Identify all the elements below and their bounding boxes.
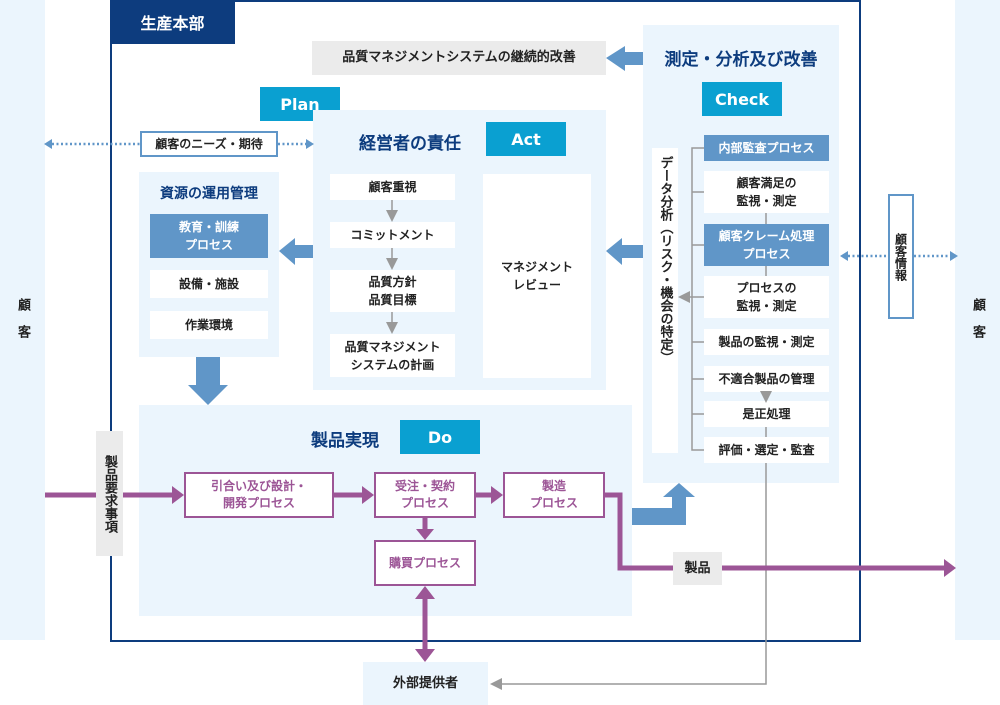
- resource-item-environment: 作業環境: [150, 311, 268, 339]
- process-order-contract: 受注・契約 プロセス: [374, 472, 476, 518]
- mgmt-step-qms-planning: 品質マネジメント システムの計画: [330, 334, 455, 377]
- mgmt-step-quality-policy: 品質方針 品質目標: [330, 270, 455, 312]
- resource-item-training: 教育・訓練 プロセス: [150, 214, 268, 258]
- customer-label-left: 顧客: [15, 298, 30, 352]
- customer-label-right: 顧客: [970, 298, 985, 352]
- management-review-box: マネジメント レビュー: [483, 174, 591, 378]
- check-item-corrective-action: 是正処理: [704, 401, 829, 427]
- mgmt-step-commitment: コミットメント: [330, 222, 455, 248]
- check-item-internal-audit: 内部監査プロセス: [704, 135, 829, 161]
- arrowhead-left: [44, 139, 52, 149]
- production-division-frame: [110, 0, 861, 642]
- customer-needs-label: 顧客のニーズ・期待: [140, 131, 278, 157]
- do-badge: Do: [400, 420, 480, 454]
- check-item-evaluation: 評価・選定・監査: [704, 437, 829, 463]
- check-badge: Check: [702, 82, 782, 116]
- production-division-title: 生産本部: [110, 0, 235, 44]
- customer-panel-right: [955, 0, 1000, 640]
- resources-title: 資源の運用管理: [160, 186, 258, 202]
- check-item-product-monitoring: 製品の監視・測定: [704, 329, 829, 355]
- check-item-complaint-handling: 顧客クレーム処理 プロセス: [704, 224, 829, 266]
- resource-item-facilities: 設備・施設: [150, 270, 268, 298]
- customer-info-label: 顧客情報: [888, 194, 914, 319]
- product-label: 製品: [673, 552, 722, 585]
- product-realization-title: 製品実現: [311, 430, 379, 451]
- process-inquiry-design: 引合い及び設計・ 開発プロセス: [184, 472, 334, 518]
- process-purchasing: 購買プロセス: [374, 540, 476, 586]
- management-title: 経営者の責任: [359, 133, 461, 154]
- mgmt-step-customer-focus: 顧客重視: [330, 174, 455, 200]
- check-item-nonconforming: 不適合製品の管理: [704, 366, 829, 392]
- customer-panel-left: [0, 0, 45, 640]
- measurement-title: 測定・分析及び改善: [664, 49, 818, 70]
- check-item-process-monitoring: プロセスの 監視・測定: [704, 276, 829, 318]
- act-badge: Act: [486, 122, 566, 156]
- process-manufacturing: 製造 プロセス: [503, 472, 605, 518]
- check-item-customer-satisfaction: 顧客満足の 監視・測定: [704, 171, 829, 213]
- external-provider-box: 外部提供者: [363, 662, 488, 705]
- continual-improvement-box: 品質マネジメントシステムの継続的改善: [312, 41, 606, 75]
- product-requirements-label: 製品要求事項: [96, 431, 123, 556]
- data-analysis-box: データ分析（リスク・機会の特定）: [652, 148, 678, 453]
